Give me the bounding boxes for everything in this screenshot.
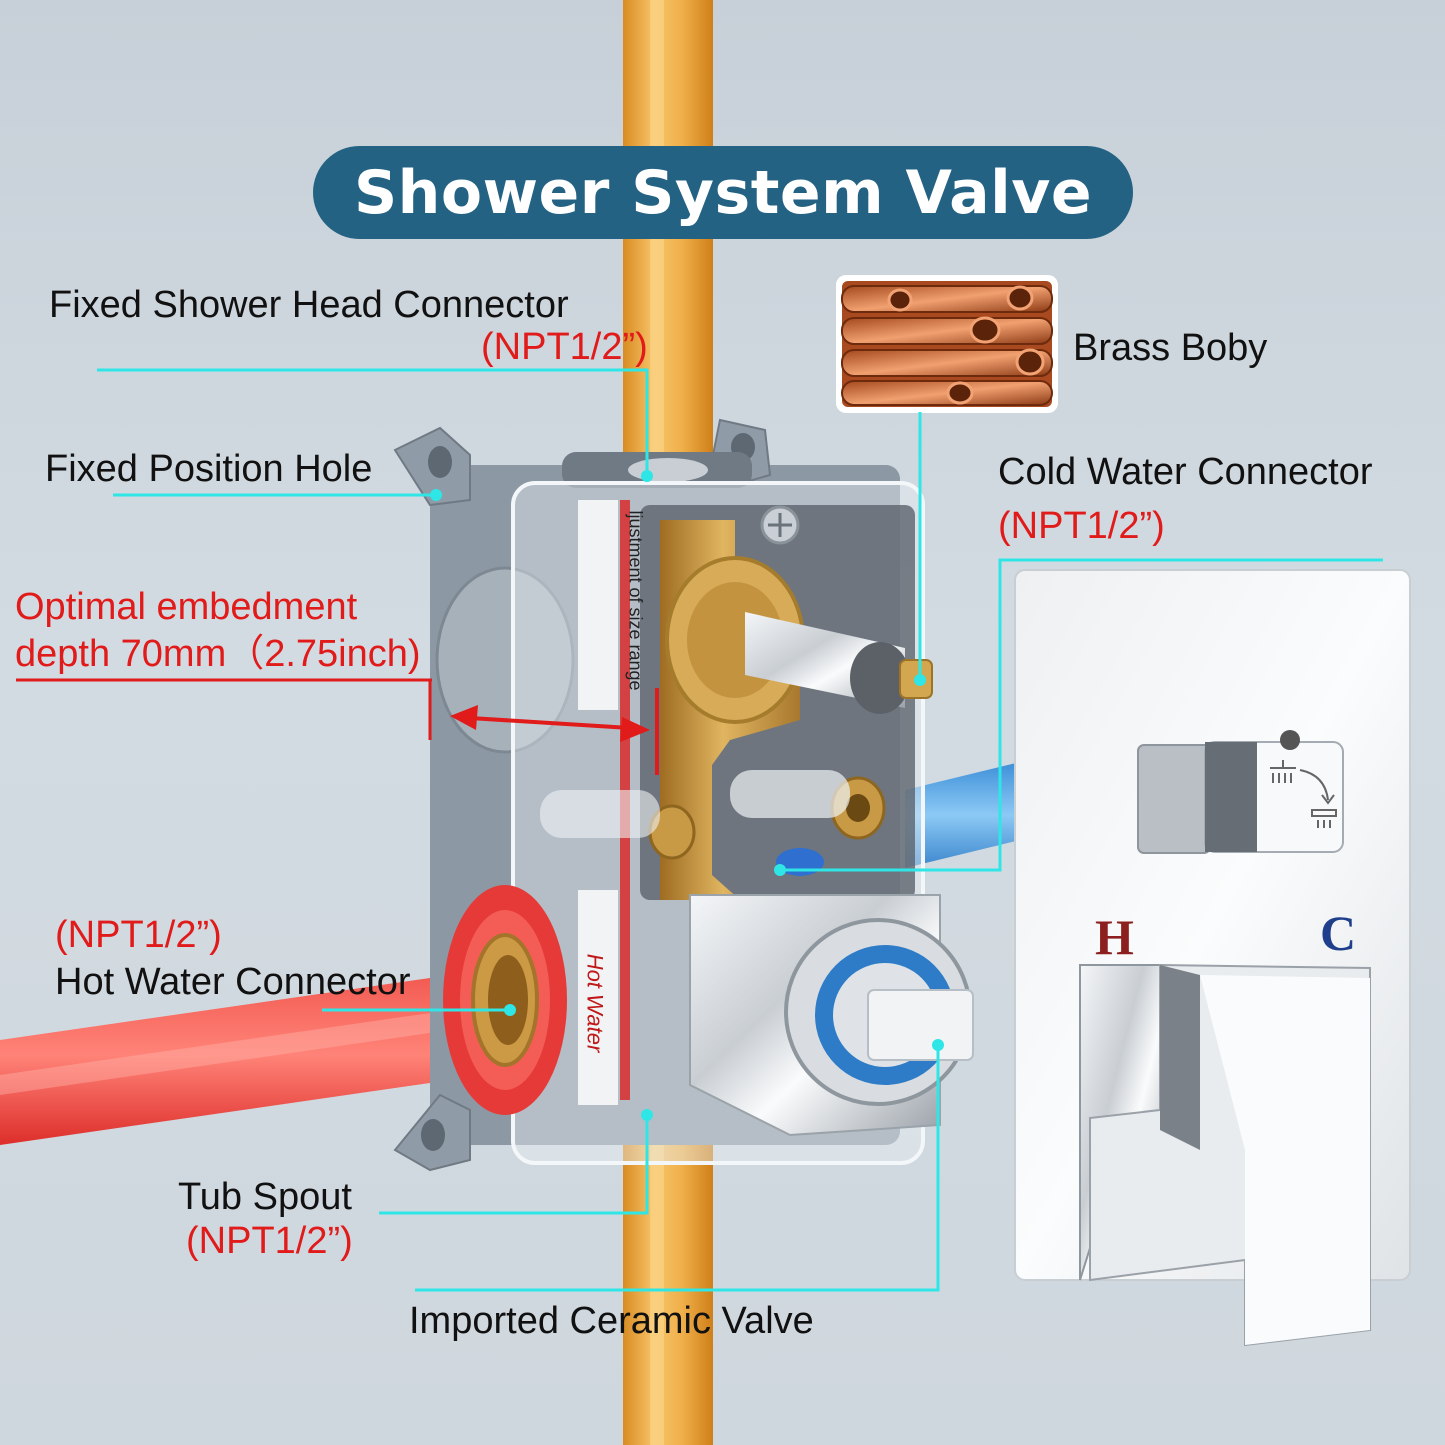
trim-plate xyxy=(1014,569,1411,1347)
spec-hot-water: (NPT1/2”) xyxy=(55,914,222,956)
depth-dimension xyxy=(16,678,659,775)
cold-water-pipe xyxy=(905,762,1020,868)
label-fixed-shower-head: Fixed Shower Head Connector xyxy=(49,284,569,326)
label-cold-water: Cold Water Connector xyxy=(998,451,1373,493)
title-banner: Shower System Valve xyxy=(313,146,1133,239)
leader-dots xyxy=(430,470,944,1121)
spec-cold-water: (NPT1/2”) xyxy=(998,505,1165,547)
spec-tub-spout: (NPT1/2”) xyxy=(186,1220,353,1262)
label-ceramic-valve: Imported Ceramic Valve xyxy=(409,1300,814,1342)
label-brass-body: Brass Boby xyxy=(1073,327,1268,369)
hot-water-marking: Hot Water xyxy=(582,953,608,1053)
hot-mark: H xyxy=(1095,909,1134,965)
label-depth-line1: Optimal embedment xyxy=(15,586,358,628)
label-fixed-position-hole: Fixed Position Hole xyxy=(45,448,373,490)
cold-mark: C xyxy=(1320,905,1357,961)
spec-fixed-shower-head: (NPT1/2”) xyxy=(481,326,648,368)
leader-lines xyxy=(97,368,1383,1292)
shower-head-icon xyxy=(1270,760,1335,805)
adjustment-marking: ljustment of size range xyxy=(625,510,646,691)
label-tub-spout: Tub Spout xyxy=(178,1176,352,1218)
tub-spout-icon xyxy=(1311,809,1337,828)
brass-pipes-image xyxy=(836,275,1058,413)
label-hot-water: Hot Water Connector xyxy=(55,961,411,1003)
page-title: Shower System Valve xyxy=(353,157,1093,228)
label-depth-line2: depth 70mm（2.75inch) xyxy=(15,633,421,675)
valve-housing xyxy=(393,418,974,1172)
